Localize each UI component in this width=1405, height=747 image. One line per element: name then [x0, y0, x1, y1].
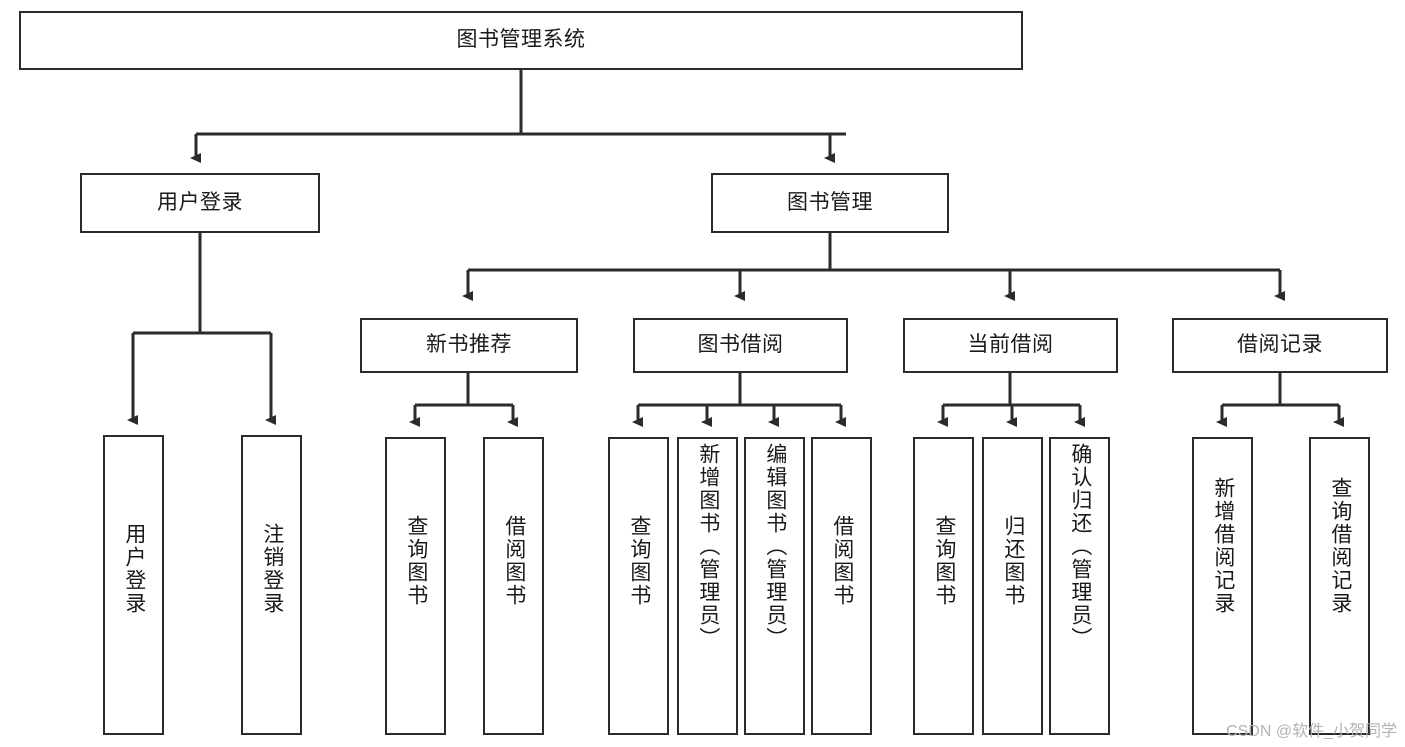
node-leaf-borrow-book-2-label: 借阅图书 — [830, 515, 854, 607]
node-leaf-borrow-book-1-label: 借阅图书 — [502, 515, 526, 607]
node-root[interactable]: 图书管理系统 — [19, 11, 1023, 70]
node-current-borrow-label: 当前借阅 — [967, 333, 1054, 357]
node-leaf-query-book-1[interactable]: 查询图书 — [385, 437, 446, 735]
node-leaf-query-book-3-label: 查询图书 — [932, 515, 956, 607]
node-current-borrow[interactable]: 当前借阅 — [903, 318, 1118, 373]
node-book-manage-label: 图书管理 — [787, 190, 873, 214]
node-user-login-label: 用户登录 — [157, 190, 243, 214]
node-new-book-rec[interactable]: 新书推荐 — [360, 318, 578, 373]
node-leaf-query-book-2[interactable]: 查询图书 — [608, 437, 669, 735]
node-leaf-logout[interactable]: 注销登录 — [241, 435, 302, 735]
node-leaf-add-book[interactable]: 新增图书（管理员） — [677, 437, 738, 735]
node-borrow-record[interactable]: 借阅记录 — [1172, 318, 1388, 373]
node-leaf-query-book-1-label: 查询图书 — [404, 515, 428, 607]
node-leaf-edit-book-label: 编辑图书（管理员） — [763, 443, 787, 650]
node-book-manage[interactable]: 图书管理 — [711, 173, 949, 233]
node-leaf-add-record-label: 新增借阅记录 — [1211, 477, 1235, 615]
node-user-login[interactable]: 用户登录 — [80, 173, 320, 233]
node-book-borrow[interactable]: 图书借阅 — [633, 318, 848, 373]
node-leaf-query-book-3[interactable]: 查询图书 — [913, 437, 974, 735]
node-book-borrow-label: 图书借阅 — [697, 333, 784, 357]
node-leaf-edit-book[interactable]: 编辑图书（管理员） — [744, 437, 805, 735]
node-leaf-logout-label: 注销登录 — [260, 523, 284, 615]
node-root-label: 图书管理系统 — [456, 28, 586, 52]
node-leaf-user-login-label: 用户登录 — [122, 523, 146, 615]
node-leaf-confirm-return[interactable]: 确认归还（管理员） — [1049, 437, 1110, 735]
node-leaf-query-record[interactable]: 查询借阅记录 — [1309, 437, 1370, 735]
node-leaf-add-book-label: 新增图书（管理员） — [696, 443, 720, 650]
node-leaf-return-book-label: 归还图书 — [1001, 515, 1025, 607]
node-new-book-rec-label: 新书推荐 — [426, 333, 512, 357]
node-borrow-record-label: 借阅记录 — [1237, 333, 1323, 357]
csdn-watermark: CSDN @软件_小贺同学 — [1226, 723, 1397, 740]
node-leaf-confirm-return-label: 确认归还（管理员） — [1068, 443, 1092, 650]
node-leaf-query-record-label: 查询借阅记录 — [1328, 477, 1352, 615]
node-leaf-return-book[interactable]: 归还图书 — [982, 437, 1043, 735]
node-leaf-add-record[interactable]: 新增借阅记录 — [1192, 437, 1253, 735]
node-leaf-query-book-2-label: 查询图书 — [627, 515, 651, 607]
node-leaf-borrow-book-1[interactable]: 借阅图书 — [483, 437, 544, 735]
node-leaf-borrow-book-2[interactable]: 借阅图书 — [811, 437, 872, 735]
node-leaf-user-login[interactable]: 用户登录 — [103, 435, 164, 735]
